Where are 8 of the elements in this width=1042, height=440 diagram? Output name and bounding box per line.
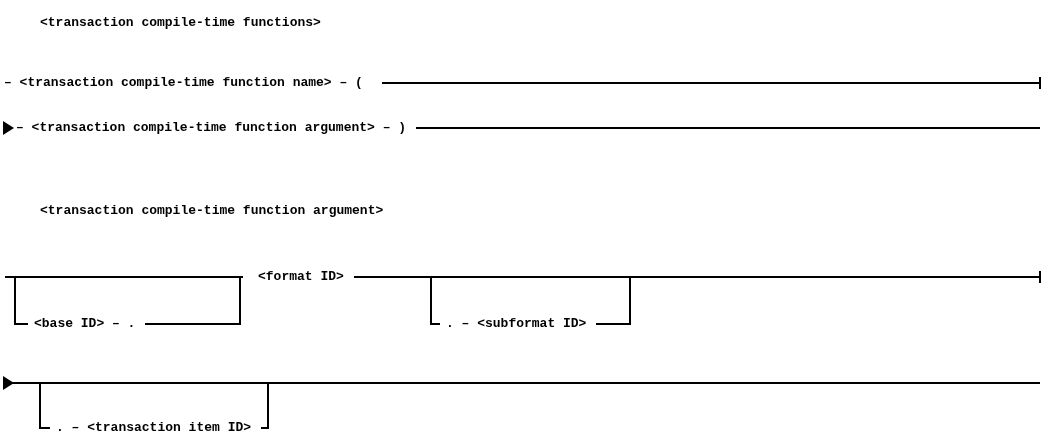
- syntax-term: <format ID>: [258, 268, 344, 286]
- syntax-heading: <transaction compile-time functions>: [40, 14, 321, 32]
- syntax-term: – <transaction compile-time function argument> – ): [16, 119, 407, 137]
- syntax-term: <base ID> – .: [34, 315, 136, 333]
- syntax-heading: <transaction compile-time function argument>: [40, 202, 384, 220]
- syntax-term: . – <transaction item ID>: [56, 419, 252, 437]
- syntax-term: – <transaction compile-time function name> – (: [4, 74, 363, 92]
- syntax-term: . – <subformat ID>: [446, 315, 587, 333]
